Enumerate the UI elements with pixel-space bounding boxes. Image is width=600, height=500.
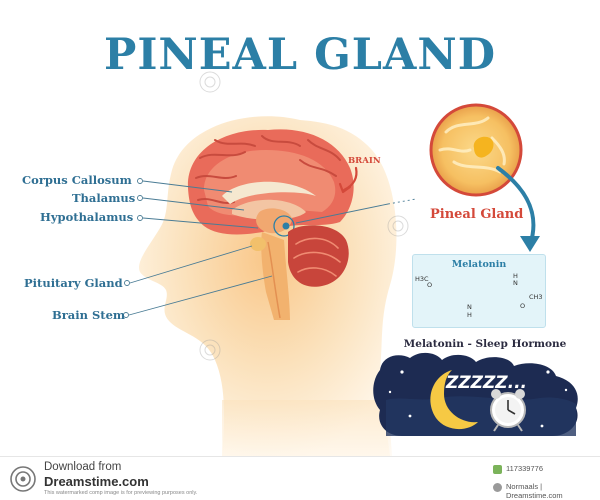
pointer-lines bbox=[123, 178, 417, 318]
formula-label: H3C bbox=[415, 275, 429, 283]
melatonin-box: Melatonin H3C O N H N H O CH3 bbox=[412, 254, 546, 328]
footer-notice: This watermarked comp image is for previ… bbox=[44, 490, 198, 496]
author-avatar-icon bbox=[493, 483, 502, 492]
label-corpus-callosum: Corpus Callosum bbox=[22, 173, 132, 187]
formula-label: O bbox=[427, 281, 432, 289]
zzz-text: ZZZZZ... bbox=[445, 373, 527, 393]
formula-label: N bbox=[513, 279, 518, 287]
formula-label: O bbox=[520, 302, 525, 310]
pineal-zoom-circle bbox=[429, 103, 523, 197]
watermark-footer: Download from Dreamstime.com This waterm… bbox=[0, 456, 600, 500]
label-brain-stem: Brain Stem bbox=[52, 308, 126, 322]
sleep-panel: ZZZZZ... bbox=[373, 352, 578, 436]
footer-credit: Normaals | Dreamstime.com bbox=[506, 482, 563, 500]
formula-label: CH3 bbox=[529, 293, 543, 301]
page-title: PINEAL GLAND bbox=[103, 30, 496, 80]
poster: ZZZZZ... PINEAL GLAND Corpus Callosum Th… bbox=[22, 30, 578, 456]
melatonin-title: Melatonin bbox=[451, 259, 507, 270]
formula-label: H bbox=[467, 311, 472, 319]
label-thalamus: Thalamus bbox=[72, 191, 136, 205]
label-pineal-gland: Pineal Gland bbox=[430, 207, 524, 222]
formula-label: N bbox=[467, 303, 472, 311]
alarm-clock-icon bbox=[490, 389, 526, 432]
footer-site-link[interactable]: Dreamstime.com bbox=[44, 474, 149, 489]
anatomy-illustration: ZZZZZ... bbox=[123, 71, 578, 456]
footer-image-id: 117339776 bbox=[506, 464, 543, 473]
footer-download-text: Download from bbox=[44, 461, 122, 473]
melatonin-formula-labels: H3C O N H N H O CH3 bbox=[415, 272, 543, 319]
formula-label: H bbox=[513, 272, 518, 280]
label-hypothalamus: Hypothalamus bbox=[40, 210, 134, 224]
label-brain: BRAIN bbox=[348, 156, 381, 166]
star-icon bbox=[388, 370, 568, 428]
label-pituitary-gland: Pituitary Gland bbox=[24, 276, 123, 290]
id-badge-icon bbox=[493, 465, 502, 474]
dreamstime-logo-icon bbox=[10, 466, 36, 492]
sleep-hormone-title: Melatonin - Sleep Hormone bbox=[403, 338, 567, 350]
moon-icon bbox=[430, 370, 478, 430]
watermark-swirls bbox=[199, 71, 409, 361]
